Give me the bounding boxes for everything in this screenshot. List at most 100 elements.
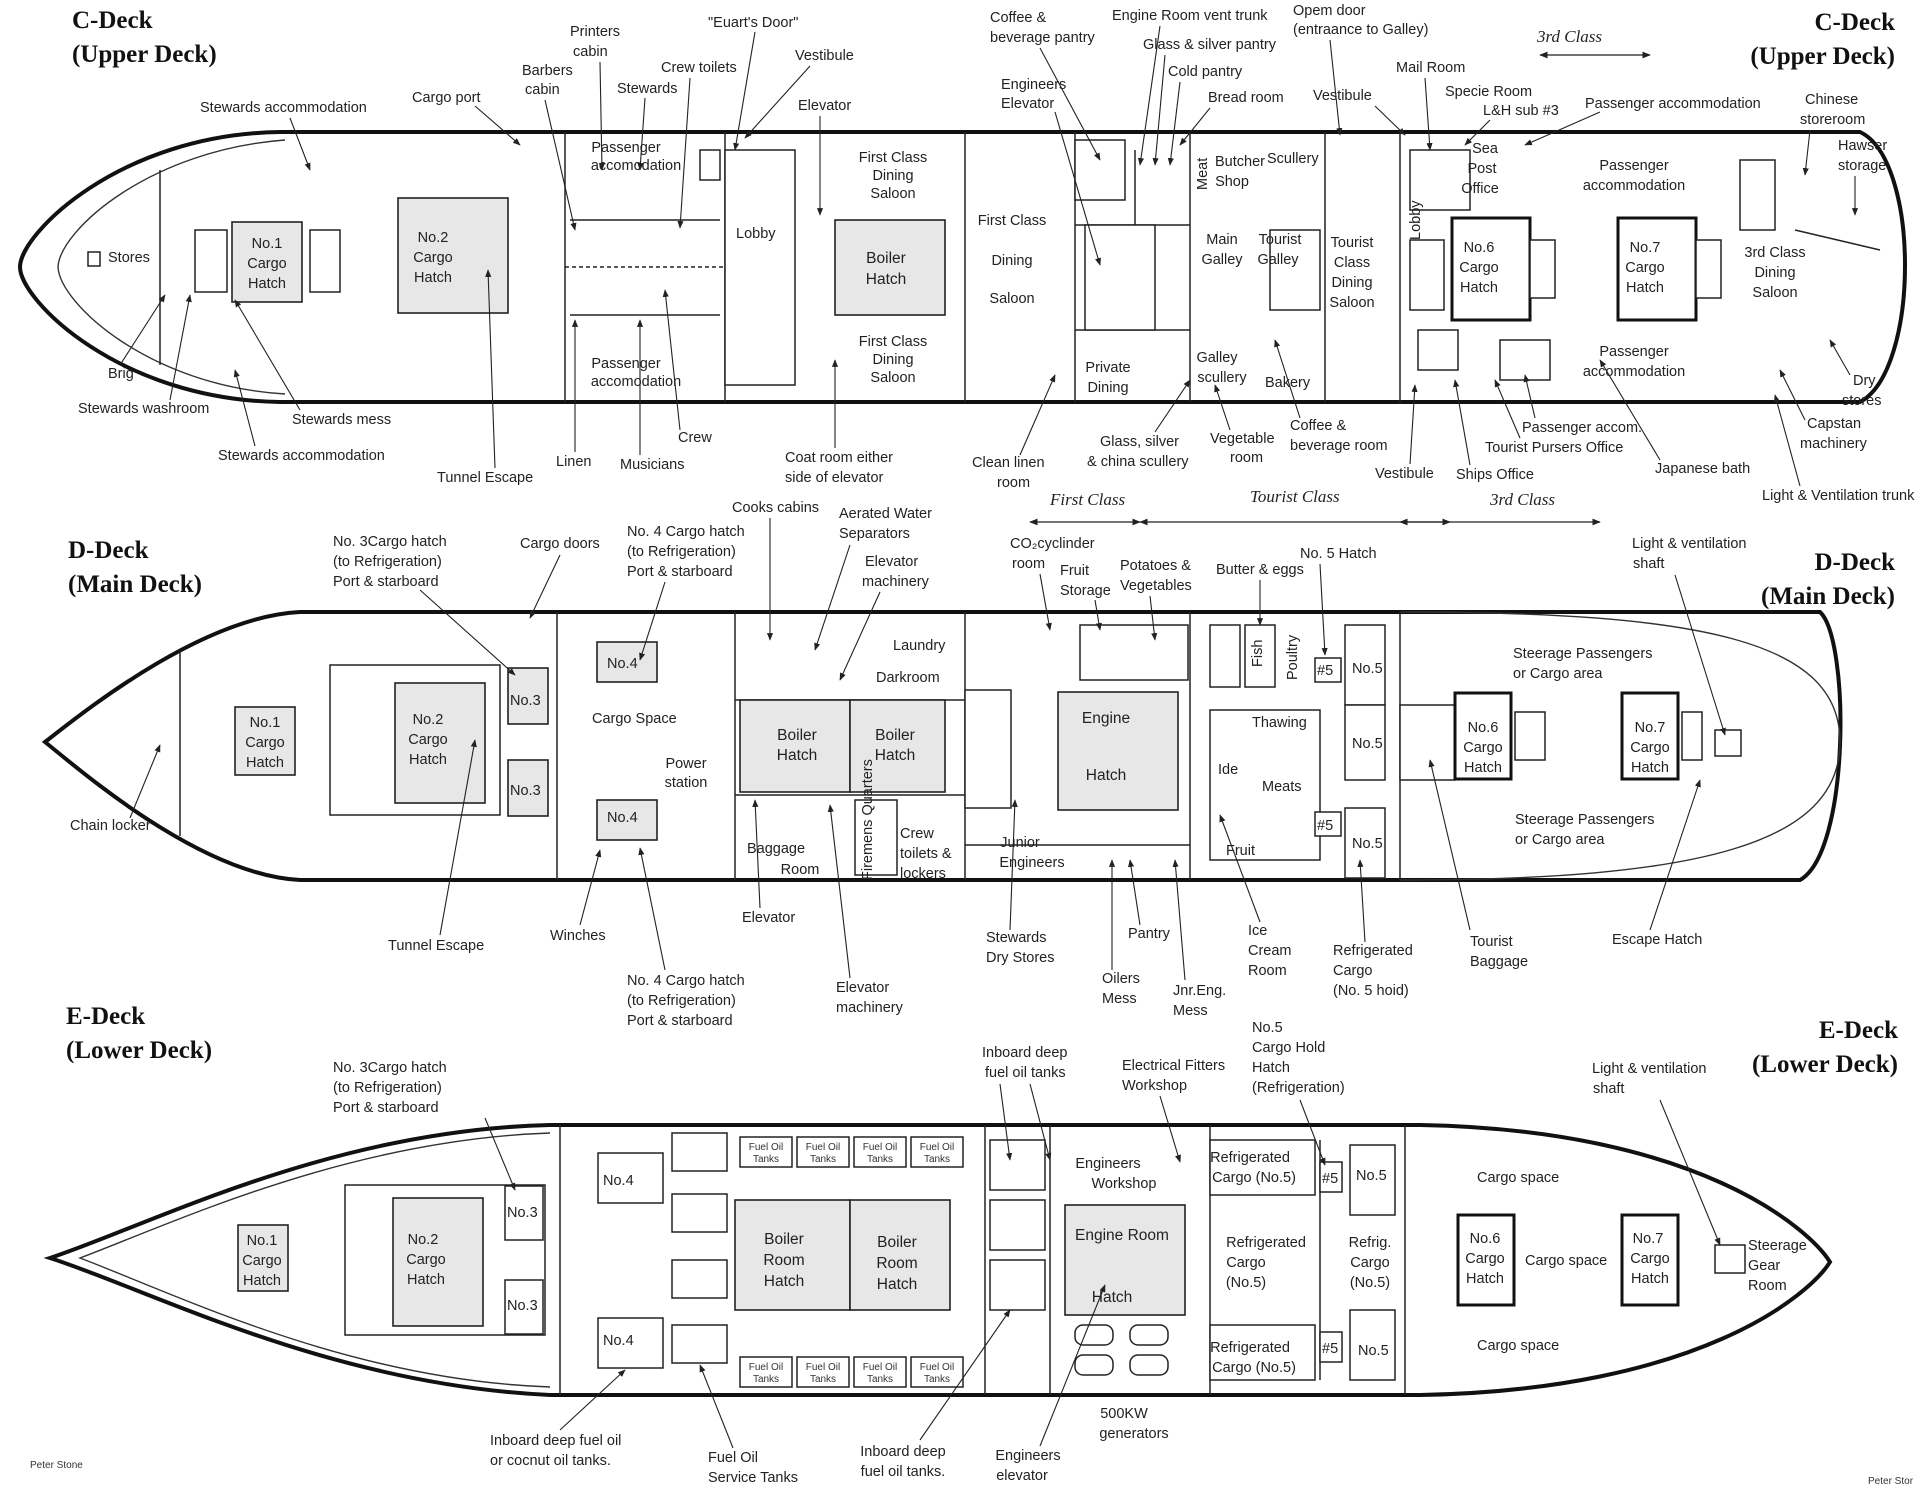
svg-text:Opem door(entraance to Galley): Opem door(entraance to Galley) xyxy=(1293,3,1428,38)
svg-text:Tunnel Escape: Tunnel Escape xyxy=(437,470,533,486)
svg-text:Cooks cabins: Cooks cabins xyxy=(732,500,819,516)
c-deck-subtitle-left: (Upper Deck) xyxy=(72,41,217,68)
svg-text:Jnr.Eng.Mess: Jnr.Eng.Mess xyxy=(1173,983,1226,1019)
d-deck-no6-hatch xyxy=(1453,691,1513,781)
svg-text:Elevator: Elevator xyxy=(798,98,851,114)
d-deck-no7-hatch xyxy=(1620,691,1680,781)
e-deck-no2-hatch xyxy=(392,1197,484,1327)
svg-text:No.4: No.4 xyxy=(603,1333,634,1349)
credit-right: Peter Stor xyxy=(1868,1476,1914,1487)
c-deck-plan xyxy=(17,130,1907,404)
svg-text:Stewards accommodation: Stewards accommodation xyxy=(200,100,367,116)
svg-text:Cargo doors: Cargo doors xyxy=(520,536,600,552)
svg-text:Laundry: Laundry xyxy=(893,638,946,654)
credit-left: Peter Stone xyxy=(30,1460,83,1471)
svg-text:#5: #5 xyxy=(1322,1171,1338,1187)
svg-text:No.3: No.3 xyxy=(510,783,541,799)
svg-text:Glass, silver& china scullery: Glass, silver& china scullery xyxy=(1087,434,1189,470)
e-deck-title-right: E-Deck xyxy=(1819,1017,1898,1044)
svg-text:No.3: No.3 xyxy=(507,1205,538,1221)
c-deck-stores-box xyxy=(87,251,101,267)
svg-text:Bakery: Bakery xyxy=(1265,375,1311,391)
svg-text:Winches: Winches xyxy=(550,928,606,944)
svg-text:Light & Ventilation trunk: Light & Ventilation trunk xyxy=(1762,488,1915,504)
svg-text:Escape Hatch: Escape Hatch xyxy=(1612,932,1702,948)
svg-text:Scullery: Scullery xyxy=(1267,151,1319,167)
d-deck-engine-hatch xyxy=(1057,691,1179,811)
svg-text:#5: #5 xyxy=(1317,663,1333,679)
svg-text:Crew: Crew xyxy=(678,430,712,446)
svg-text:Cargo port: Cargo port xyxy=(412,90,481,106)
d-deck-outer-hull xyxy=(1399,611,1841,881)
svg-text:Meats: Meats xyxy=(1262,779,1302,795)
d-deck-no3a xyxy=(507,667,549,725)
svg-text:Refrig.Cargo(No.5): Refrig.Cargo(No.5) xyxy=(1349,1235,1392,1291)
svg-text:Stewards mess: Stewards mess xyxy=(292,412,391,428)
deck-headings: C-Deck (Upper Deck) C-Deck (Upper Deck) … xyxy=(66,7,1898,1078)
svg-text:No.4: No.4 xyxy=(603,1173,634,1189)
svg-text:3rd Class: 3rd Class xyxy=(1489,490,1555,509)
c-deck-callouts: Stewards accommodation Cargo port Barber… xyxy=(78,3,1915,504)
d-deck-no4a xyxy=(596,641,658,683)
e-deck-no6-hatch xyxy=(1456,1213,1516,1307)
c-deck-no2-hatch xyxy=(397,197,509,314)
c-deck-no7-hatch xyxy=(1616,216,1698,322)
svg-text:Potatoes &Vegetables: Potatoes &Vegetables xyxy=(1120,558,1192,594)
svg-text:Cargo space: Cargo space xyxy=(1477,1170,1559,1186)
svg-text:Crew toilets: Crew toilets xyxy=(661,60,737,76)
svg-text:No.5: No.5 xyxy=(1352,836,1383,852)
svg-text:Butter & eggs: Butter & eggs xyxy=(1216,562,1304,578)
d-deck-boiler2 xyxy=(849,699,946,793)
e-deck-no1-hatch xyxy=(237,1224,289,1292)
svg-text:Brig: Brig xyxy=(108,366,134,382)
svg-text:Stewards washroom: Stewards washroom xyxy=(78,401,209,417)
c-deck-boiler-hatch xyxy=(834,219,946,316)
svg-text:Cargo Space: Cargo Space xyxy=(592,711,677,727)
e-deck-title-left: E-Deck xyxy=(66,1003,145,1030)
e-deck-boiler1 xyxy=(734,1199,851,1311)
svg-text:No.5: No.5 xyxy=(1352,736,1383,752)
svg-text:Ships Office: Ships Office xyxy=(1456,467,1534,483)
c-deck-inner-hull xyxy=(57,139,286,395)
e-deck-fuel-tanks-bottom xyxy=(739,1356,964,1388)
d-deck-boiler1 xyxy=(739,699,851,793)
svg-text:Tourist Class: Tourist Class xyxy=(1250,487,1340,506)
d-deck-subtitle-left: (Main Deck) xyxy=(68,571,202,598)
d-deck-no2-hatch xyxy=(394,682,486,804)
e-deck-inner-hull xyxy=(78,1132,551,1388)
svg-text:Tunnel Escape: Tunnel Escape xyxy=(388,938,484,954)
e-deck-subtitle-left: (Lower Deck) xyxy=(66,1037,212,1064)
svg-text:Darkroom: Darkroom xyxy=(876,670,940,686)
svg-text:3rd Class: 3rd Class xyxy=(1536,27,1602,46)
